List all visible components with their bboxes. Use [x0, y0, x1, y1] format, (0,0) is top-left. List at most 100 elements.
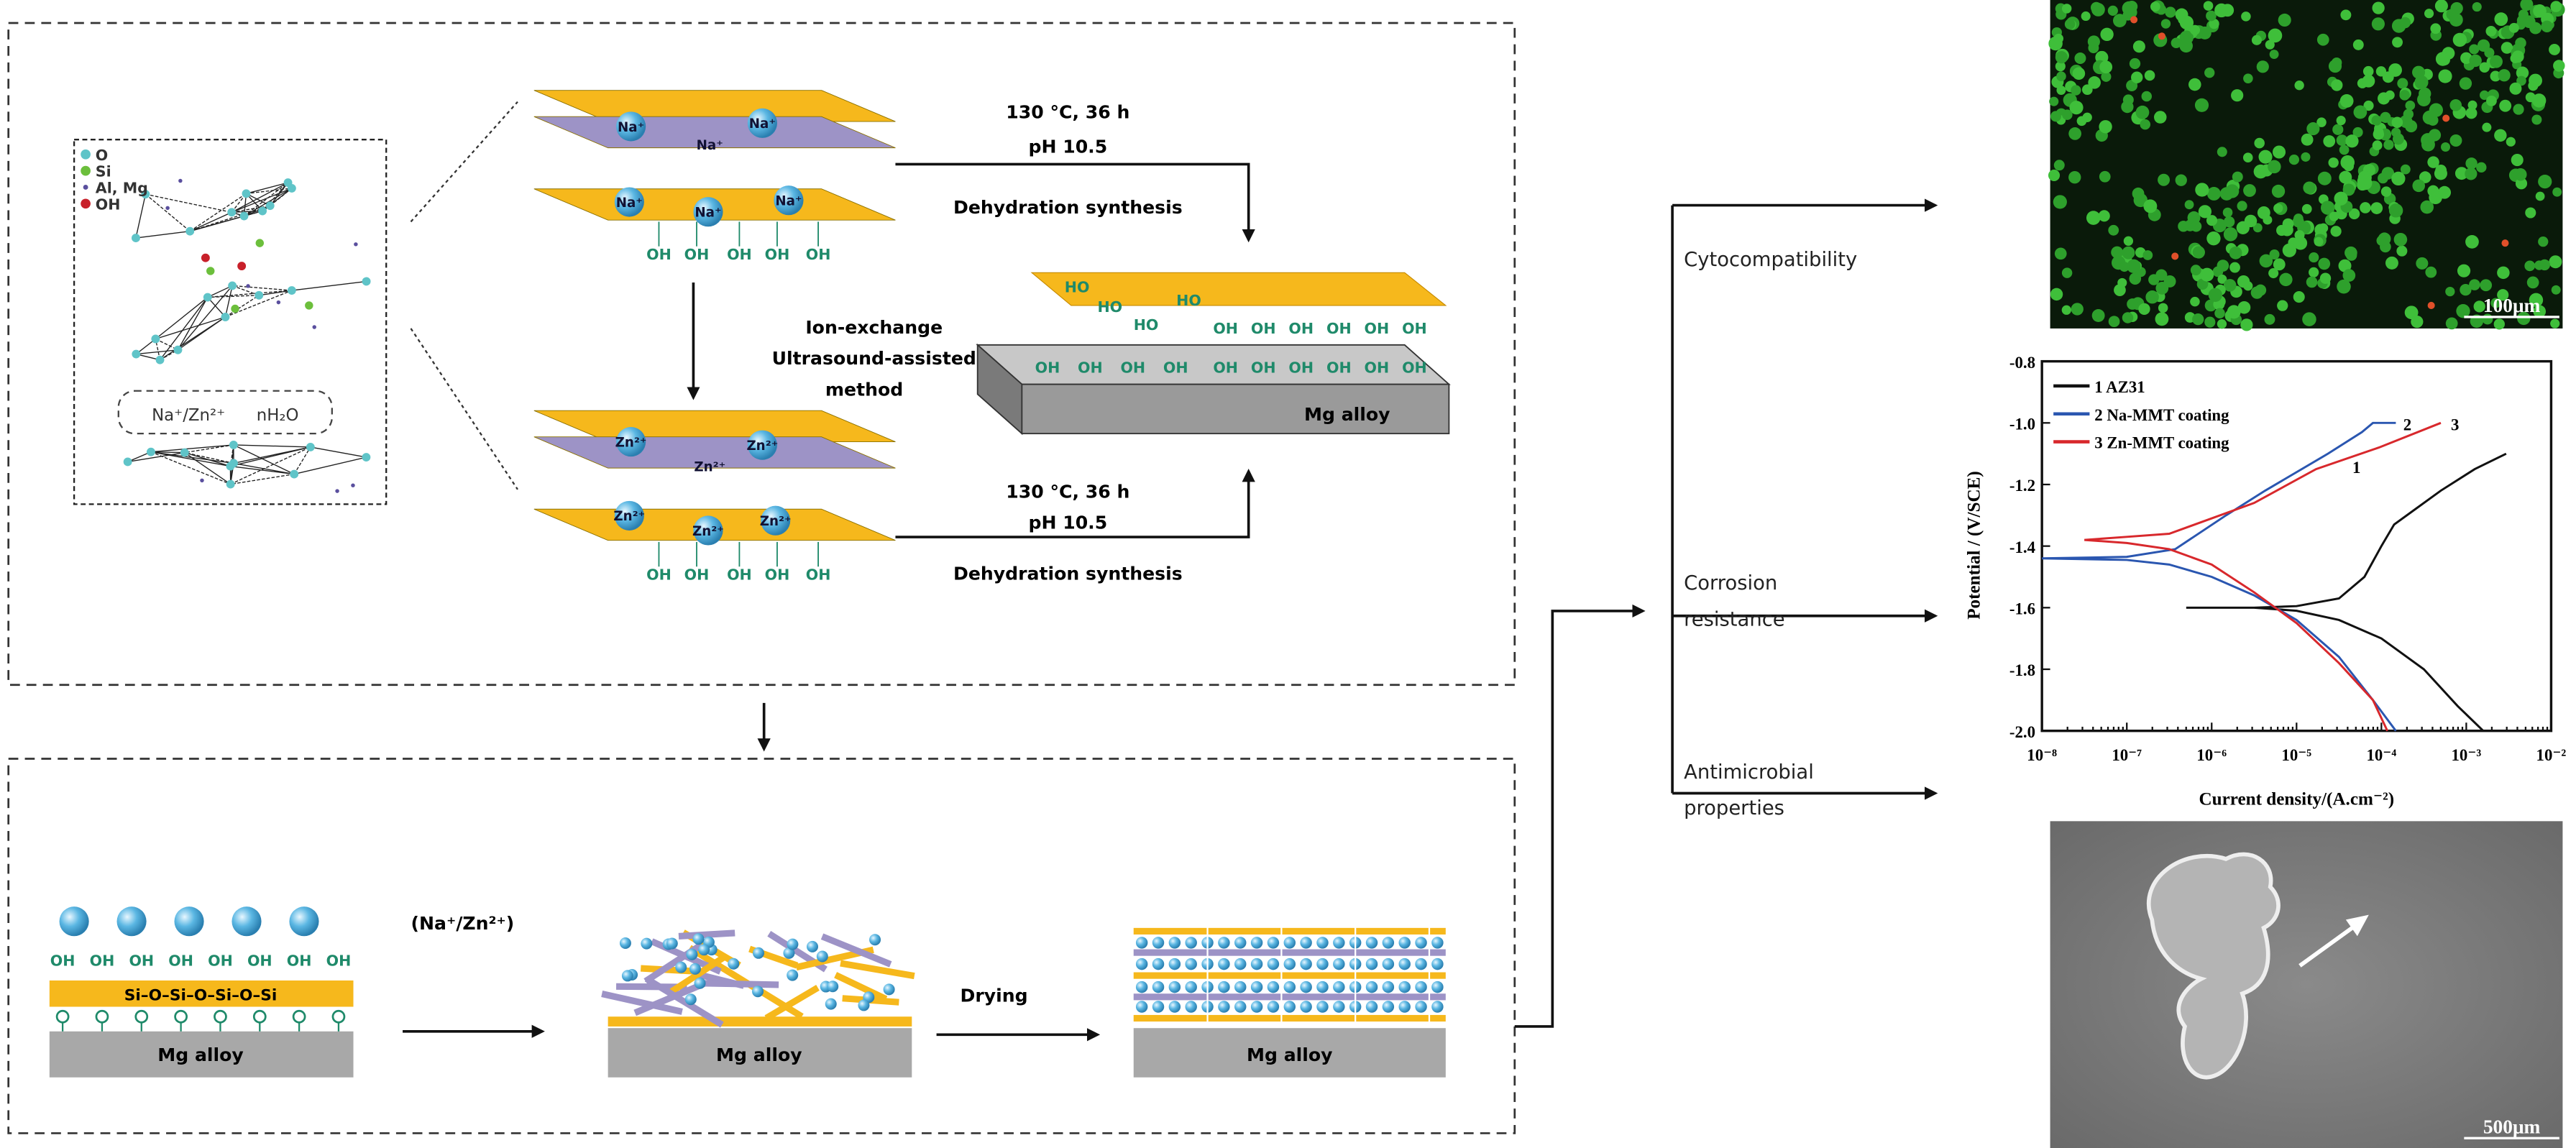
- clay-platelet: [1133, 1014, 1446, 1022]
- ion-sphere: [1135, 937, 1148, 949]
- coating-panel-border: [7, 758, 1516, 1134]
- cell: [2331, 57, 2342, 68]
- cell: [2493, 318, 2505, 330]
- lattice-bond: [178, 316, 226, 351]
- oxygen-atom: [331, 1009, 346, 1024]
- ion-sphere: [1365, 1001, 1378, 1013]
- cell: [2198, 26, 2211, 40]
- lattice-bond: [246, 193, 271, 206]
- cell: [2479, 62, 2490, 73]
- ion-sphere: [1333, 1001, 1345, 1013]
- cell: [2288, 155, 2300, 165]
- oxygen-atom: [155, 355, 165, 364]
- ion-sphere: [116, 906, 147, 937]
- lattice-bond: [127, 451, 185, 463]
- cell: [2117, 277, 2127, 288]
- cell: [2273, 258, 2286, 271]
- cell: [2132, 40, 2145, 53]
- cell: [2339, 170, 2352, 184]
- cell: [2203, 1, 2214, 11]
- fluorescence-micrograph: 100μm: [2048, 0, 2565, 331]
- oh-label: OH: [684, 246, 710, 263]
- cell: [2254, 137, 2265, 149]
- lattice-bond: [246, 188, 292, 194]
- cell: [2107, 5, 2118, 16]
- cell: [2154, 111, 2167, 124]
- cell: [2323, 135, 2336, 147]
- cell: [2345, 134, 2359, 148]
- ion-sphere: [693, 515, 723, 546]
- oh-label: OH: [1120, 359, 1145, 377]
- cell: [2301, 133, 2314, 146]
- oxygen-atom: [214, 1009, 227, 1024]
- cell: [2206, 215, 2218, 226]
- clay-platelet: [1133, 993, 1446, 1001]
- ion-sphere: [1250, 981, 1263, 993]
- cell: [2269, 249, 2280, 260]
- cell: [2301, 203, 2312, 214]
- cell: [2484, 47, 2495, 58]
- cell: [2053, 160, 2065, 171]
- cell: [2515, 178, 2528, 190]
- cell: [2265, 40, 2275, 50]
- oh-label: OH: [1402, 359, 1427, 377]
- cell: [2111, 246, 2124, 259]
- cell: [2188, 78, 2201, 91]
- oxygen-atom: [265, 201, 275, 211]
- lattice-bond: [232, 205, 270, 213]
- ion-sphere: [614, 500, 644, 531]
- cell: [2150, 1, 2160, 12]
- cell: [2339, 93, 2354, 108]
- ion-sphere: [1185, 1001, 1197, 1013]
- ion-sphere: [1267, 1001, 1280, 1013]
- ion-label: Zn²⁺: [613, 509, 645, 524]
- cell: [2194, 98, 2209, 112]
- cytocompatibility-label: Cytocompatibility: [1684, 249, 1857, 271]
- ion-sphere: [1316, 981, 1329, 993]
- ion-sphere: [858, 999, 870, 1011]
- oh-label: OH: [208, 952, 233, 969]
- lattice-bond: [184, 451, 231, 467]
- ion-sphere: [747, 430, 777, 460]
- al-mg-atom: [165, 206, 170, 211]
- ion-sphere: [1365, 958, 1378, 970]
- cell: [2549, 44, 2560, 55]
- oxygen-atom: [141, 190, 150, 199]
- cell: [2541, 20, 2553, 33]
- x-tick-label: 10⁻⁵: [2281, 746, 2311, 764]
- lattice-bond: [225, 295, 260, 318]
- clay-platelet: [834, 972, 888, 1002]
- ion-sphere: [1250, 1001, 1263, 1013]
- ion-sphere: [806, 940, 818, 952]
- cell: [2054, 247, 2067, 260]
- series-label-1: 1: [2352, 459, 2360, 477]
- cell: [2088, 76, 2101, 89]
- ion-sphere: [675, 961, 687, 973]
- oxygen-atom: [226, 479, 235, 489]
- cell: [2314, 237, 2324, 247]
- cell: [2196, 278, 2209, 290]
- ion-exchange-label-1: Ion-exchange: [805, 317, 943, 338]
- lattice-bond: [310, 446, 367, 458]
- cell: [2053, 195, 2067, 209]
- ion-sphere: [1267, 937, 1280, 949]
- cell: [2158, 303, 2168, 313]
- cell: [2272, 145, 2286, 159]
- bacterium-shape: [2146, 852, 2281, 1080]
- oxygen-atom: [228, 281, 237, 290]
- cell: [2113, 14, 2127, 28]
- cell: [2122, 312, 2134, 323]
- cell: [2494, 12, 2508, 27]
- cell: [2520, 0, 2534, 12]
- cell: [2223, 216, 2235, 228]
- condition-top-temp: 130 °C, 36 h: [1006, 101, 1129, 122]
- cell: [2243, 73, 2253, 83]
- cell: [2344, 246, 2357, 260]
- cell: [2160, 19, 2171, 29]
- cell: [2528, 81, 2539, 91]
- cell: [2140, 119, 2151, 130]
- oxygen-atom: [174, 1009, 188, 1024]
- dehydration-top-label: Dehydration synthesis: [953, 197, 1183, 218]
- cell: [2342, 183, 2355, 196]
